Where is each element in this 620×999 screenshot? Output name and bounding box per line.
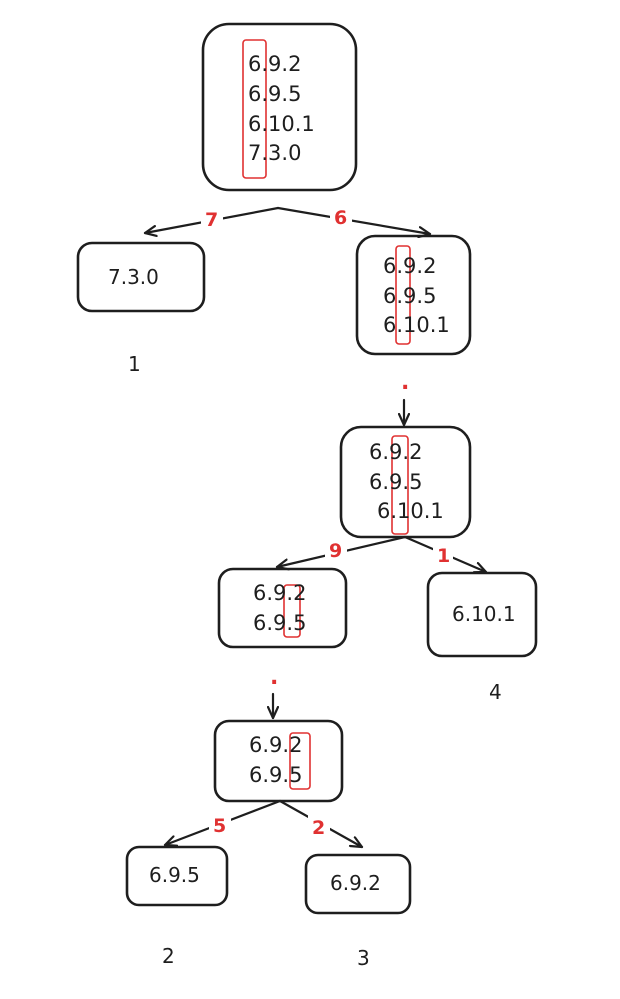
root-digit-highlight [242,39,267,179]
leaf-order-number: 2 [162,944,175,968]
node-prefix-6-dot: 6.9.2 6.9.5 6.10.1 [339,425,472,539]
root-edges: 7 6 [143,204,432,234]
node-line-2: 6.9.5 [253,611,306,635]
leaf-node-7-3-0: 7.3.0 [76,241,206,313]
label-bg-5 [209,812,231,836]
dot-edge-2: . [270,665,278,720]
node-prefix-6-9: 6.9.2 6.9.5 [217,567,348,649]
leaf-order-number: 4 [489,680,502,704]
node-6-9-dot-edges: 5 2 [163,799,364,849]
node-line-1: 6.9.2 [383,254,436,278]
leaf-node-box [125,845,229,907]
digit-highlight [289,732,311,790]
edge-root-right [276,206,432,234]
digit-highlight [391,435,409,535]
root-line-2: 6.9.5 [248,82,301,106]
node-line-2: 6.9.5 [249,763,302,787]
label-bg-6 [330,204,352,228]
label-bg-7 [201,206,223,230]
leaf-node-text: 6.9.2 [330,871,381,895]
leaf-node-text: 6.9.5 [149,863,200,887]
root-line-1: 6.9.2 [248,52,301,76]
node-prefix-6: 6.9.2 6.9.5 6.10.1 [355,234,472,356]
leaf-node-box [304,853,412,915]
node-box [355,234,472,356]
leaf-node-6-9-2: 6.9.2 [304,853,412,915]
label-bg-1 [433,542,453,566]
label-bg-9 [325,537,347,561]
edge-label-6: 6 [334,207,347,229]
root-node: 6.9.2 6.9.5 6.10.1 7.3.0 [201,22,358,192]
root-node-box [201,22,358,192]
leaf-node-box [76,241,206,313]
digit-highlight [283,584,301,638]
edge-label-9: 9 [329,540,342,562]
dot-edge-1: . [401,370,409,427]
leaf-node-text: 7.3.0 [108,265,159,289]
node-line-2: 6.9.5 [369,470,422,494]
leaf-node-6-10-1: 6.10.1 [426,571,538,658]
edge-label-1: 1 [437,545,450,567]
digit-highlight [395,245,411,345]
node-box [217,567,348,649]
node-6-dot-edges: 9 1 [275,535,488,572]
edge-label-dot: . [270,665,278,690]
edge-label-2: 2 [312,817,325,839]
edge-label-7: 7 [205,209,218,231]
leaf-order-number: 3 [357,946,370,970]
leaf-node-6-9-5: 6.9.5 [125,845,229,907]
label-bg-2 [308,815,330,839]
edge-label-dot: . [401,370,409,395]
leaf-node-box [426,571,538,658]
leaf-order-number: 1 [128,352,141,376]
node-line-1: 6.9.2 [249,733,302,757]
edge-label-5: 5 [213,815,226,837]
root-line-4: 7.3.0 [248,141,301,165]
node-line-1: 6.9.2 [253,581,306,605]
node-prefix-6-9-dot: 6.9.2 6.9.5 [213,719,344,803]
node-line-3: 6.10.1 [377,499,444,523]
root-line-3: 6.10.1 [248,112,315,136]
node-line-1: 6.9.2 [369,440,422,464]
node-line-2: 6.9.5 [383,284,436,308]
leaf-node-text: 6.10.1 [452,602,516,626]
node-line-3: 6.10.1 [383,313,450,337]
